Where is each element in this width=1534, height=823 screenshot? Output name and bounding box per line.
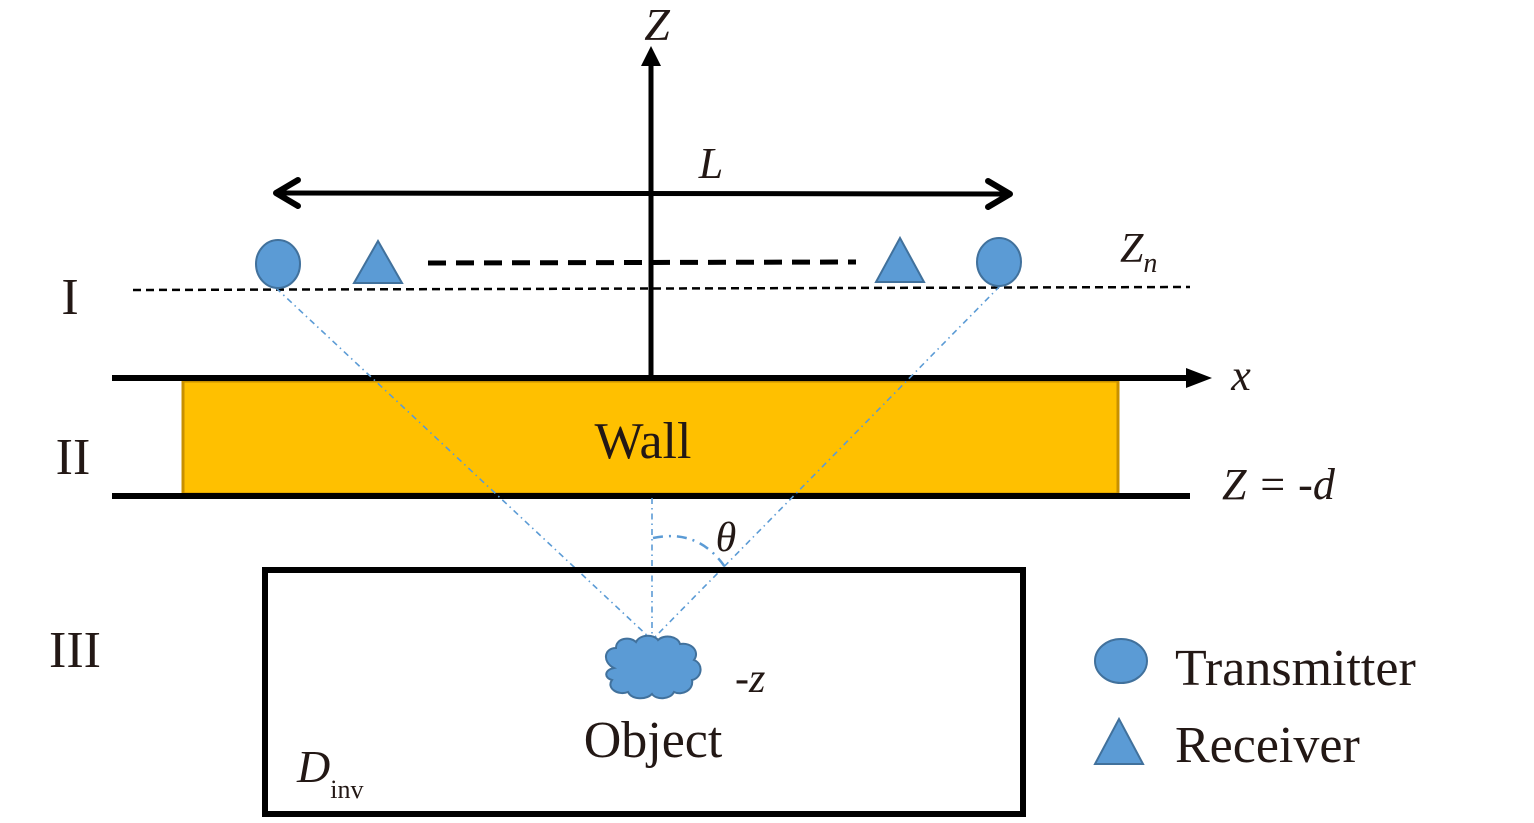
antenna-plane-label-base: Z [1120,226,1144,272]
antenna-plane-line [132,285,1191,292]
investigation-domain [262,567,1026,817]
wall-slab [181,379,1120,496]
x-axis-arrowhead [1186,368,1212,388]
domain-label-sub: inv [330,775,363,804]
transmitter-right [976,237,1022,287]
legend-transmitter-label: Transmitter [1175,640,1416,697]
ray-right [651,285,1001,641]
legend-receiver-icon [1093,716,1145,765]
x-axis-label: x [1230,351,1251,400]
antenna-plane-label: Zn [1120,226,1157,279]
region-label-III: III [49,622,101,679]
aperture-right-arrowhead [985,178,1013,210]
z-axis-arrowhead [641,46,661,66]
region-label-I: I [61,269,78,326]
object-depth-label: -z [735,656,765,702]
transmitter-left [255,239,301,289]
domain-label: Dinv [296,741,363,804]
aperture-length-line [277,190,1009,197]
legend-receiver-label: Receiver [1175,717,1360,774]
aperture-length-label: L [698,139,723,188]
receiver-right [874,235,926,283]
receiver-left [352,238,404,284]
z-axis-label: Z [644,0,670,50]
legend-transmitter-icon [1094,638,1148,684]
ray-left [275,287,653,641]
angle-arc [652,534,729,571]
object-cloud-icon [605,634,702,700]
wall-label: Wall [595,413,692,470]
wall-boundary-label: Z = -d [1222,460,1336,509]
domain-label-base: D [296,741,330,792]
aperture-left-arrowhead [273,177,301,209]
legend: Transmitter Receiver [1093,638,1416,774]
antenna-plane-label-sub: n [1143,248,1157,279]
region-label-II: II [56,429,91,486]
object-label: Object [584,712,723,769]
array-continuation-line [427,259,857,266]
angle-label: θ [716,515,737,561]
